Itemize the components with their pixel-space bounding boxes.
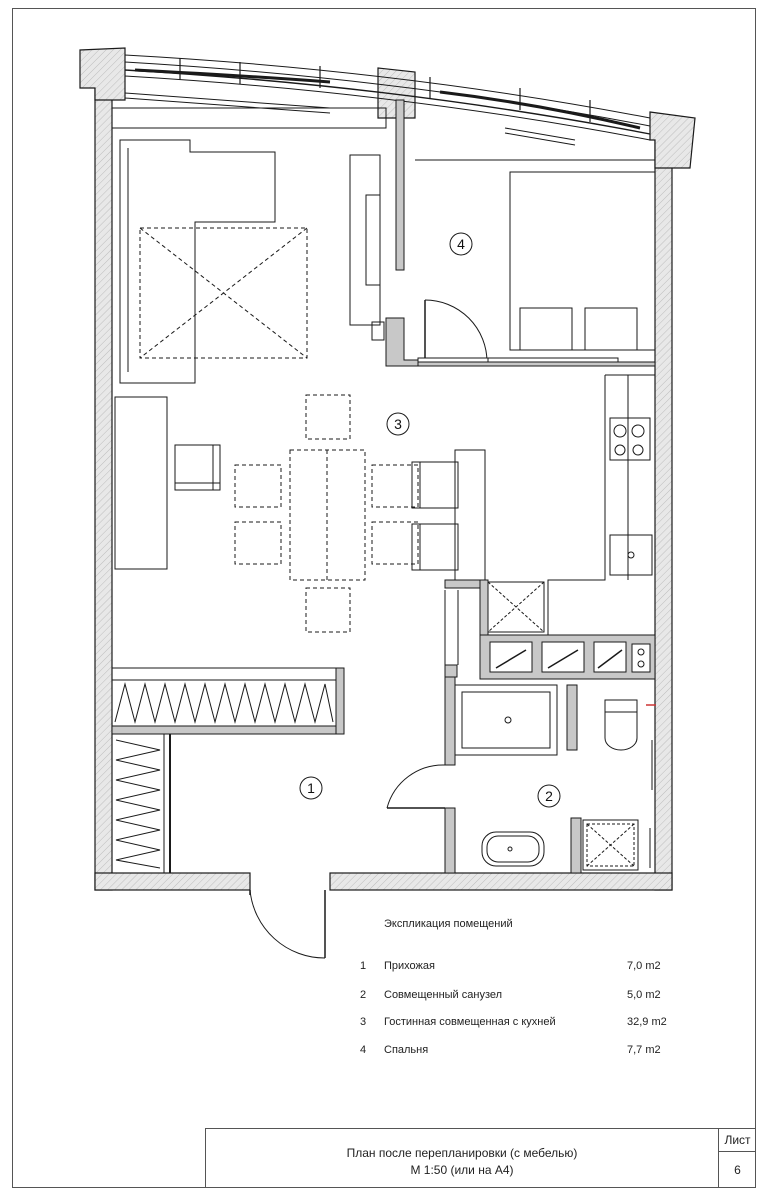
room-marker-2 bbox=[537, 784, 561, 808]
explication-title: Экспликация помещений bbox=[384, 918, 513, 930]
curved-window bbox=[124, 54, 651, 146]
row-area: 32,9 m2 bbox=[627, 1016, 667, 1028]
room-markers bbox=[299, 232, 561, 808]
explication-row: 3 Гостинная совмещенная с кухней 32,9 m2 bbox=[360, 1016, 690, 1032]
row-number: 2 bbox=[360, 989, 367, 1001]
bedroom-furniture bbox=[415, 159, 656, 363]
row-area: 7,7 m2 bbox=[627, 1044, 661, 1056]
room-label-1: 1 bbox=[307, 780, 315, 796]
row-area: 7,0 m2 bbox=[627, 960, 661, 972]
kitchen bbox=[487, 374, 655, 673]
drawing-sheet-border bbox=[12, 8, 756, 1188]
sheet-number: 6 bbox=[734, 1163, 741, 1177]
bathroom bbox=[386, 684, 653, 871]
sheet-label: Лист bbox=[719, 1129, 756, 1152]
row-name: Спальня bbox=[384, 1044, 429, 1056]
interior-partitions bbox=[111, 99, 656, 874]
explication-row: 1 Прихожая 7,0 m2 bbox=[360, 960, 690, 976]
row-number: 3 bbox=[360, 1016, 367, 1028]
row-name: Гостинная совмещенная с кухней bbox=[384, 1016, 556, 1028]
explication-row: 4 Спальня 7,7 m2 bbox=[360, 1044, 690, 1060]
room-marker-4 bbox=[449, 232, 473, 256]
room-label-4: 4 bbox=[457, 236, 465, 252]
drawing-scale: М 1:50 (или на А4) bbox=[410, 1163, 514, 1177]
explication-row: 2 Совмещенный санузел 5,0 m2 bbox=[360, 989, 690, 1005]
room-label-2: 2 bbox=[545, 788, 553, 804]
row-name: Прихожая bbox=[384, 960, 435, 972]
row-number: 1 bbox=[360, 960, 367, 972]
title-block: План после перепланировки (с мебелью) М … bbox=[205, 1128, 756, 1188]
room-marker-3 bbox=[386, 412, 410, 436]
room-marker-1 bbox=[299, 776, 323, 800]
title-block-main: План после перепланировки (с мебелью) М … bbox=[206, 1129, 719, 1188]
closets bbox=[111, 590, 459, 959]
row-number: 4 bbox=[360, 1044, 367, 1056]
row-name: Совмещенный санузел bbox=[384, 989, 503, 1001]
exterior-walls bbox=[79, 47, 696, 891]
row-area: 5,0 m2 bbox=[627, 989, 661, 1001]
room-label-3: 3 bbox=[394, 416, 402, 432]
living-furniture bbox=[111, 107, 486, 633]
drawing-title: План после перепланировки (с мебелью) bbox=[346, 1146, 578, 1160]
